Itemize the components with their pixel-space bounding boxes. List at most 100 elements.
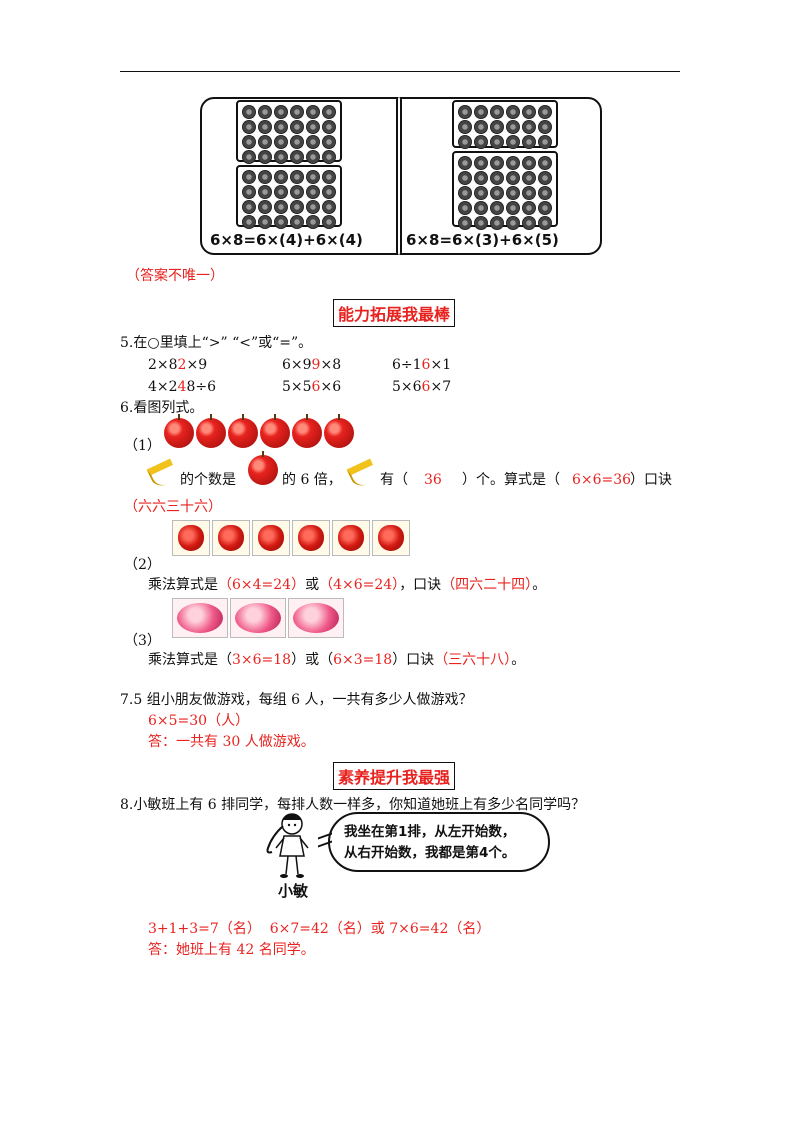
dot bbox=[290, 215, 305, 229]
dot bbox=[322, 215, 337, 229]
dot bbox=[306, 185, 321, 199]
apple-icon bbox=[260, 414, 290, 448]
dot bbox=[241, 135, 256, 149]
speech-bubble: 我坐在第1排，从左开始数， 从右开始数，我都是第4个。 bbox=[328, 812, 550, 872]
apple-icon bbox=[164, 414, 194, 448]
dot bbox=[489, 171, 504, 185]
bubble-line-1: 我坐在第1排，从左开始数， bbox=[344, 824, 516, 840]
banana-icon bbox=[146, 458, 180, 490]
dot bbox=[290, 135, 305, 149]
left-equation: 6×8=6×(4)+6×(4) bbox=[210, 231, 363, 249]
dot bbox=[306, 135, 321, 149]
dot bbox=[473, 105, 488, 119]
strawberry-icon bbox=[178, 525, 204, 551]
dot bbox=[306, 200, 321, 214]
left-top-dot-tray bbox=[236, 100, 342, 164]
apple-icon bbox=[248, 451, 278, 485]
apple-icon bbox=[292, 414, 322, 448]
dot bbox=[473, 216, 488, 230]
dot bbox=[306, 150, 321, 164]
q6-p1-text-e: ）口诀 bbox=[630, 472, 672, 488]
left-bottom-dot-tray bbox=[236, 165, 342, 229]
dot bbox=[522, 105, 537, 119]
dot bbox=[538, 120, 553, 134]
figure-divider bbox=[396, 97, 402, 255]
girl-illustration bbox=[266, 813, 309, 878]
q6-p1-answer: 36 bbox=[424, 472, 442, 488]
dot bbox=[506, 120, 521, 134]
q5-prompt: 5.在○里填上“>” “<”或“=”。 bbox=[120, 335, 313, 351]
dot bbox=[257, 150, 272, 164]
dot bbox=[241, 150, 256, 164]
apple-row bbox=[164, 414, 354, 448]
dot bbox=[273, 200, 288, 214]
dot bbox=[473, 156, 488, 170]
dot bbox=[322, 200, 337, 214]
q6-part1-label: （1） bbox=[124, 438, 161, 454]
dot bbox=[257, 105, 272, 119]
section-title-literacy: 素养提升我最强 bbox=[333, 762, 456, 790]
banana-icon bbox=[346, 458, 380, 490]
dot bbox=[257, 120, 272, 134]
strawberry-group bbox=[292, 520, 330, 556]
dot bbox=[322, 185, 337, 199]
dot bbox=[457, 120, 472, 134]
dot bbox=[506, 216, 521, 230]
dot bbox=[306, 120, 321, 134]
dot bbox=[473, 186, 488, 200]
dot bbox=[273, 170, 288, 184]
strawberry-row bbox=[172, 520, 410, 556]
dot bbox=[241, 185, 256, 199]
dot bbox=[290, 170, 305, 184]
dot bbox=[273, 105, 288, 119]
dot bbox=[257, 170, 272, 184]
dot bbox=[489, 216, 504, 230]
dot bbox=[506, 156, 521, 170]
strawberry-group bbox=[372, 520, 410, 556]
dot bbox=[489, 186, 504, 200]
dot bbox=[273, 215, 288, 229]
q5-row2-col3: 5×66×7 bbox=[392, 379, 452, 395]
dot bbox=[522, 171, 537, 185]
dot bbox=[538, 216, 553, 230]
dot bbox=[473, 171, 488, 185]
peach-icon bbox=[235, 603, 281, 633]
q6-p1-text-c: 有（ bbox=[380, 472, 408, 488]
peach-group bbox=[288, 598, 344, 638]
dot bbox=[538, 156, 553, 170]
dot bbox=[290, 105, 305, 119]
dot bbox=[522, 201, 537, 215]
right-equation: 6×8=6×(3)+6×(5) bbox=[406, 231, 559, 249]
dot bbox=[506, 105, 521, 119]
dot bbox=[489, 201, 504, 215]
dot bbox=[241, 105, 256, 119]
dot bbox=[489, 135, 504, 149]
dot bbox=[522, 186, 537, 200]
q6-p1-formula: 6×6=36 bbox=[572, 472, 632, 488]
strawberry-group bbox=[212, 520, 250, 556]
dot bbox=[257, 200, 272, 214]
strawberry-icon bbox=[218, 525, 244, 551]
strawberry-group bbox=[252, 520, 290, 556]
dot bbox=[273, 185, 288, 199]
dot bbox=[241, 200, 256, 214]
strawberry-icon bbox=[378, 525, 404, 551]
apple-icon bbox=[228, 414, 258, 448]
dot bbox=[538, 201, 553, 215]
peach-group bbox=[230, 598, 286, 638]
dot bbox=[273, 150, 288, 164]
q5-row2-col1: 4×248÷6 bbox=[148, 379, 217, 395]
q6-part3-label: （3） bbox=[124, 633, 161, 649]
q6-prompt: 6.看图列式。 bbox=[120, 400, 204, 416]
dot bbox=[538, 186, 553, 200]
dot bbox=[538, 135, 553, 149]
dot bbox=[290, 200, 305, 214]
dot bbox=[489, 105, 504, 119]
q8-answer: 答：她班上有 42 名同学。 bbox=[148, 942, 315, 958]
dot bbox=[457, 186, 472, 200]
q5-row1-col1: 2×82×9 bbox=[148, 357, 208, 373]
dot bbox=[241, 215, 256, 229]
q5-row1-col2: 6×99×8 bbox=[282, 357, 342, 373]
dot bbox=[473, 201, 488, 215]
right-top-dot-tray bbox=[452, 100, 558, 149]
